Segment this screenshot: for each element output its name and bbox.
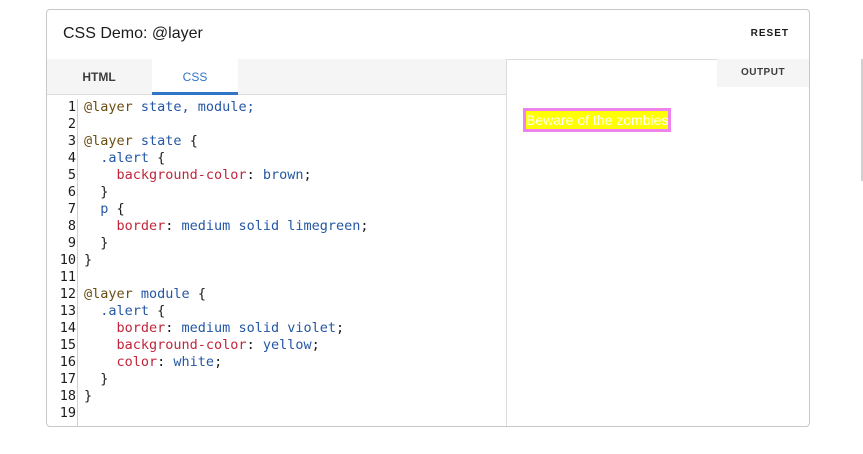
code-line: @layer module { (84, 286, 369, 303)
line-number: 9 (67, 235, 76, 251)
line-number: 11 (59, 269, 76, 285)
code-punctuation: : (157, 354, 174, 370)
demo-frame: CSS Demo: @layer RESET HTML CSS 1 2 3 4 … (46, 9, 810, 427)
code-at-rule: @layer (84, 99, 133, 115)
code-line: } (84, 184, 369, 201)
line-number-gutter: 1 2 3 4 5 6 7 8 9 10 11 12 13 14 15 16 1… (47, 99, 78, 426)
code-value: white (173, 354, 215, 370)
code-line: @layer state { (84, 133, 369, 150)
editor-pane: HTML CSS 1 2 3 4 5 6 7 8 9 10 11 12 13 1… (47, 59, 507, 426)
code-punctuation: : (246, 167, 263, 183)
reset-button[interactable]: RESET (750, 28, 789, 39)
line-number: 4 (67, 150, 76, 166)
code-punctuation: ; (335, 320, 345, 336)
code-punctuation: ; (214, 354, 223, 370)
code-line: background-color: brown; (84, 167, 369, 184)
code-property: color (84, 354, 158, 370)
line-number: 16 (59, 354, 76, 370)
code-property: background-color (84, 337, 247, 353)
code-line: } (84, 235, 369, 252)
line-number: 8 (67, 218, 76, 234)
code-value: brown (262, 167, 304, 183)
code-at-rule: @layer (84, 133, 133, 149)
code-lines: @layer state, module; @layer state { .al… (84, 99, 369, 422)
code-selector: .alert (84, 303, 150, 319)
code-at-rule: @layer (84, 286, 133, 302)
code-punctuation: : (165, 320, 182, 336)
demo-header: CSS Demo: @layer RESET (47, 10, 809, 60)
code-line: border: medium solid limegreen; (84, 218, 369, 235)
code-line: } (84, 371, 369, 388)
code-line: .alert { (84, 303, 369, 320)
code-punctuation: ; (311, 337, 320, 353)
line-number: 5 (67, 167, 76, 183)
code-punctuation: ; (360, 218, 369, 234)
tab-output[interactable]: OUTPUT (717, 59, 809, 87)
code-selector: module (132, 286, 190, 302)
code-punctuation: } (84, 184, 109, 200)
line-number: 12 (59, 286, 76, 302)
code-punctuation: { (189, 286, 206, 302)
code-line: background-color: yellow; (84, 337, 369, 354)
line-number: 10 (59, 252, 76, 268)
code-punctuation: } (84, 371, 109, 387)
code-line: @layer state, module; (84, 99, 369, 116)
code-property: border (84, 320, 166, 336)
line-number: 6 (67, 184, 76, 200)
code-property: border (84, 218, 166, 234)
line-number: 3 (67, 133, 76, 149)
code-selector: p (84, 201, 109, 217)
editor-tabbar: HTML CSS (47, 59, 506, 95)
code-line (84, 405, 369, 422)
code-line (84, 269, 369, 286)
code-editor[interactable]: 1 2 3 4 5 6 7 8 9 10 11 12 13 14 15 16 1… (47, 95, 506, 426)
code-value: yellow (262, 337, 312, 353)
code-punctuation: } (84, 235, 109, 251)
page-scrollbar[interactable] (861, 59, 863, 181)
line-number: 7 (67, 201, 76, 217)
tab-css[interactable]: CSS (152, 59, 238, 95)
line-number: 15 (59, 337, 76, 353)
line-number: 18 (59, 388, 76, 404)
line-number: 19 (59, 405, 76, 421)
code-punctuation: { (149, 303, 166, 319)
code-value: medium solid violet (181, 320, 336, 336)
code-selector: .alert (84, 150, 150, 166)
code-punctuation: { (181, 133, 198, 149)
code-line: p { (84, 201, 369, 218)
code-property: background-color (84, 167, 247, 183)
demo-title: CSS Demo: @layer (63, 25, 203, 42)
code-line: } (84, 252, 369, 269)
code-line (84, 116, 369, 133)
code-punctuation: ; (303, 167, 312, 183)
tab-html[interactable]: HTML (82, 70, 116, 84)
line-number: 13 (59, 303, 76, 319)
code-line: } (84, 388, 369, 405)
line-number: 17 (59, 371, 76, 387)
code-line: color: white; (84, 354, 369, 371)
code-text: state, module; (132, 99, 255, 115)
code-line: border: medium solid violet; (84, 320, 369, 337)
code-punctuation: { (108, 201, 125, 217)
line-number: 14 (59, 320, 76, 336)
alert-output-text: Beware of the zombies (523, 108, 672, 132)
code-value: medium solid limegreen (181, 218, 361, 234)
output-pane: OUTPUT Beware of the zombies (507, 59, 809, 426)
line-number: 2 (67, 116, 76, 132)
code-punctuation: : (246, 337, 263, 353)
code-punctuation: } (84, 252, 93, 268)
line-number: 1 (67, 99, 76, 115)
code-punctuation: : (165, 218, 182, 234)
code-punctuation: } (84, 388, 93, 404)
code-line: .alert { (84, 150, 369, 167)
code-punctuation: { (149, 150, 166, 166)
code-selector: state (132, 133, 182, 149)
